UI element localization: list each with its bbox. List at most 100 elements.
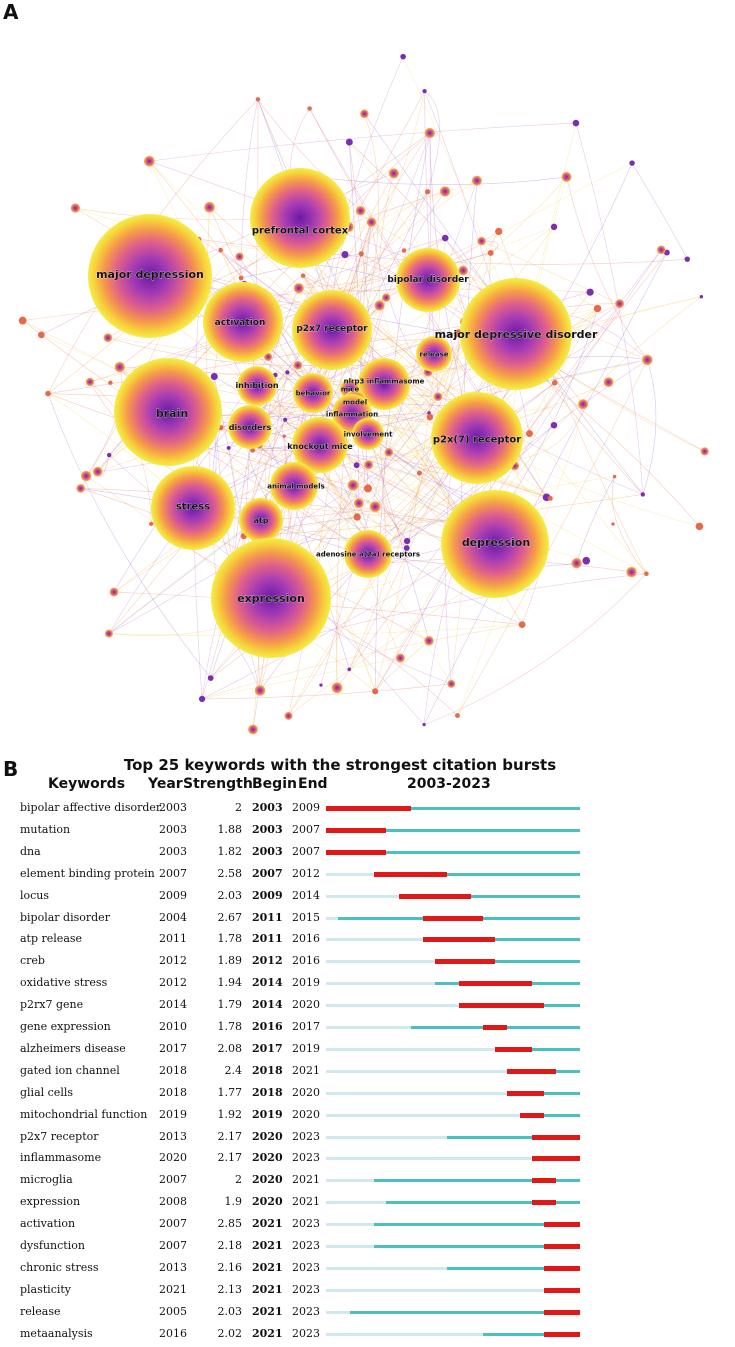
network-node-small (353, 513, 361, 521)
end-cell: 2023 (292, 1217, 320, 1231)
network-node (344, 530, 392, 578)
node-label: release (420, 350, 449, 358)
timeline-active-bar (386, 1201, 580, 1205)
network-node (358, 358, 410, 410)
network-node (203, 282, 283, 362)
end-cell: 2023 (292, 1151, 320, 1165)
strength-cell: 2.16 (217, 1260, 243, 1274)
strength-cell: 1.78 (217, 932, 243, 946)
end-cell: 2009 (292, 801, 320, 814)
network-node-small (427, 411, 431, 415)
year-cell: 2019 (159, 1107, 187, 1121)
keyword-cell: bipolar affective disorder (20, 801, 162, 814)
begin-cell: 2020 (252, 1173, 283, 1187)
network-node-small (495, 227, 503, 236)
timeline-active-bar (374, 1223, 580, 1227)
strength-cell: 2.85 (217, 1217, 243, 1231)
network-node-small (263, 352, 273, 362)
begin-cell: 2003 (252, 801, 283, 814)
network-edge (566, 176, 648, 361)
network-edge (378, 173, 395, 306)
timeline-active-bar (434, 960, 580, 964)
begin-cell: 2011 (252, 910, 283, 924)
strength-cell: 2.08 (217, 1041, 243, 1055)
begin-cell: 2014 (252, 976, 283, 990)
network-node-small (254, 685, 266, 696)
keyword-cell: locus (20, 888, 50, 902)
strength-cell: 1.9 (224, 1195, 243, 1209)
network-node-small (644, 571, 649, 577)
begin-cell: 2018 (252, 1063, 283, 1077)
network-node-small (355, 205, 366, 216)
year-cell: 2008 (159, 1195, 187, 1209)
timeline-inactive-bar (326, 960, 435, 964)
year-cell: 2009 (159, 888, 187, 902)
network-node-small (255, 97, 261, 102)
strength-cell: 2.03 (217, 1304, 243, 1318)
begin-cell: 2012 (252, 954, 283, 968)
year-cell: 2007 (159, 866, 187, 880)
network-node-small (114, 361, 125, 373)
year-cell: 2003 (159, 801, 187, 814)
network-node-small (218, 247, 223, 253)
network-node-small (395, 653, 405, 663)
network-edge (371, 222, 439, 397)
network-edge (429, 332, 460, 418)
network-nodes (18, 53, 709, 735)
network-node-small (238, 275, 244, 281)
strength-cell: 2.13 (217, 1282, 243, 1296)
timeline-active-bar (495, 1047, 580, 1051)
burst-bar (422, 915, 484, 921)
end-cell: 2007 (292, 844, 320, 858)
burst-bar (507, 1068, 556, 1074)
node-label: p2x(7) receptor (433, 435, 521, 446)
begin-cell: 2021 (252, 1217, 283, 1231)
network-node-small (626, 566, 637, 578)
keyword-cell: inflammasome (20, 1151, 102, 1165)
timeline-active-bar (483, 1332, 580, 1336)
strength-cell: 1.78 (217, 1020, 243, 1033)
timeline-inactive-bar (326, 1201, 387, 1205)
year-cell: 2017 (159, 1041, 187, 1055)
network-edge (209, 207, 408, 542)
network-edge (367, 252, 492, 489)
network-edge (383, 452, 408, 542)
timeline-active-bar (374, 872, 580, 876)
strength-cell: 1.89 (217, 954, 243, 968)
network-node (114, 358, 222, 466)
network-node-small (300, 273, 306, 278)
burst-bar (374, 871, 447, 877)
network-edge (361, 91, 425, 254)
burst-bar (543, 1244, 580, 1249)
network-node-small (103, 333, 113, 343)
network-node-small (611, 522, 615, 526)
begin-cell: 2021 (252, 1326, 283, 1340)
network-node (293, 373, 333, 413)
network-edge (575, 122, 644, 495)
burst-table-title: Top 25 keywords with the strongest citat… (123, 756, 557, 774)
strength-cell: 2.67 (217, 910, 243, 924)
network-node-small (347, 667, 352, 672)
begin-cell: 2021 (252, 1260, 283, 1274)
keyword-cell: element binding protein (20, 866, 155, 880)
network-node (352, 418, 384, 450)
network-node-small (345, 138, 353, 146)
network-node-small (204, 201, 215, 213)
burst-bar (326, 849, 387, 855)
network-edge (514, 382, 556, 467)
end-cell: 2020 (292, 1107, 320, 1121)
network-edge (243, 494, 643, 537)
keyword-cell: metaanalysis (20, 1326, 93, 1340)
timeline-inactive-bar (326, 1026, 411, 1029)
network-edge (428, 334, 459, 413)
end-cell: 2020 (292, 1085, 320, 1099)
network-node-small (149, 521, 154, 527)
network-edge (47, 393, 211, 679)
node-label: disorders (229, 423, 272, 432)
network-node-small (477, 236, 486, 246)
keyword-cell: activation (20, 1217, 76, 1231)
